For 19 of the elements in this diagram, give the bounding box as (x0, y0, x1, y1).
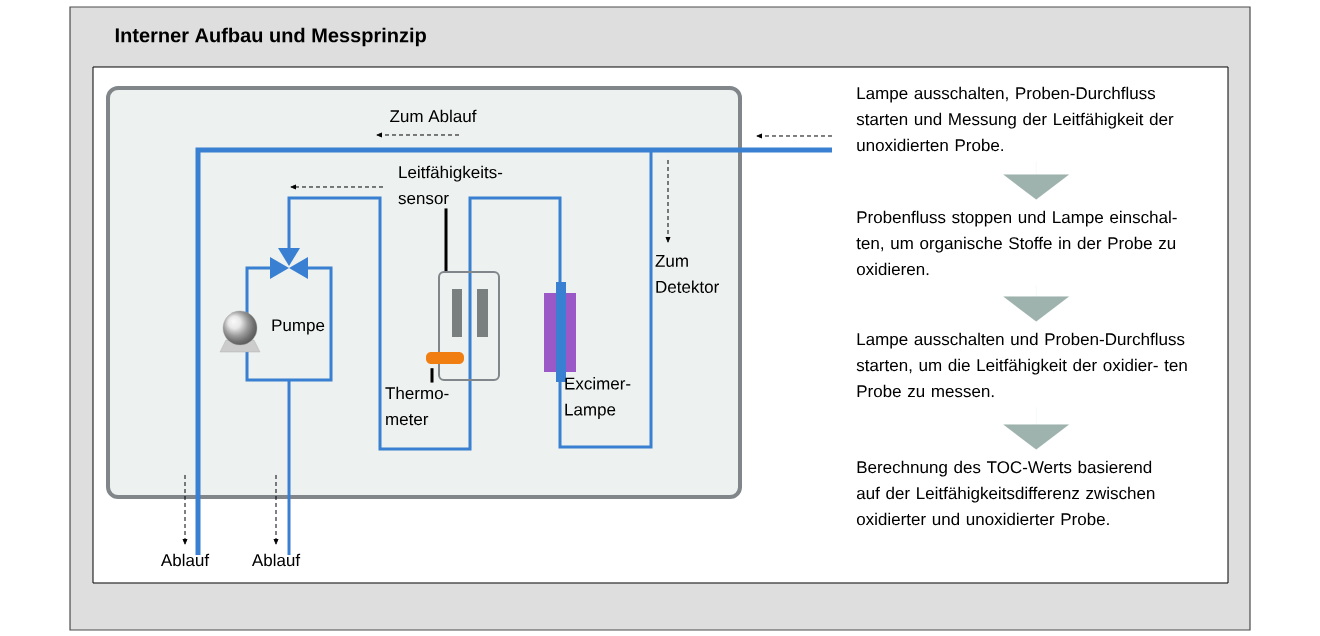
step-text: Berechnung des TOC-Werts basierend auf der Leitfähigkeitsdifferenz zwischen oxidierter und unoxidierter Probe. (856, 460, 1155, 526)
step-arrow (1003, 161, 1070, 200)
leader-line (430, 368, 434, 383)
title: Interner Aufbau und Messprinzip (115, 27, 426, 47)
part-label: Leitfähigkeits- sensor (398, 165, 503, 205)
pipe-label: Excimer- Lampe (565, 377, 631, 419)
pipe-label: Ablauf (160, 553, 210, 567)
step-arrow (1003, 407, 1070, 450)
pipe-label: Pumpe (272, 319, 325, 335)
part-label: Thermo- meter (385, 386, 449, 426)
step-text: Lampe ausschalten, Proben-Durchfluss starten und Messung der Leitfähigkeit der unoxidierten Probe. (856, 86, 1174, 152)
step-text: Lampe ausschalten und Proben-Durchfluss starten, um die Leitfähigkeit der oxidier- ten Probe zu messen. (856, 332, 1187, 398)
pipe-label: Ablauf (251, 553, 301, 567)
sensor-cell (438, 271, 500, 381)
step-text: Probenfluss stoppen und Lampe einschal- ten, um organische Stoffe in der Probe zu oxidieren. (856, 210, 1177, 276)
step-arrow (1003, 285, 1070, 322)
leader-line (444, 208, 448, 271)
pipe-label: Zum Detektor (655, 255, 719, 293)
pipe-label: Zum Ablauf (390, 109, 477, 123)
